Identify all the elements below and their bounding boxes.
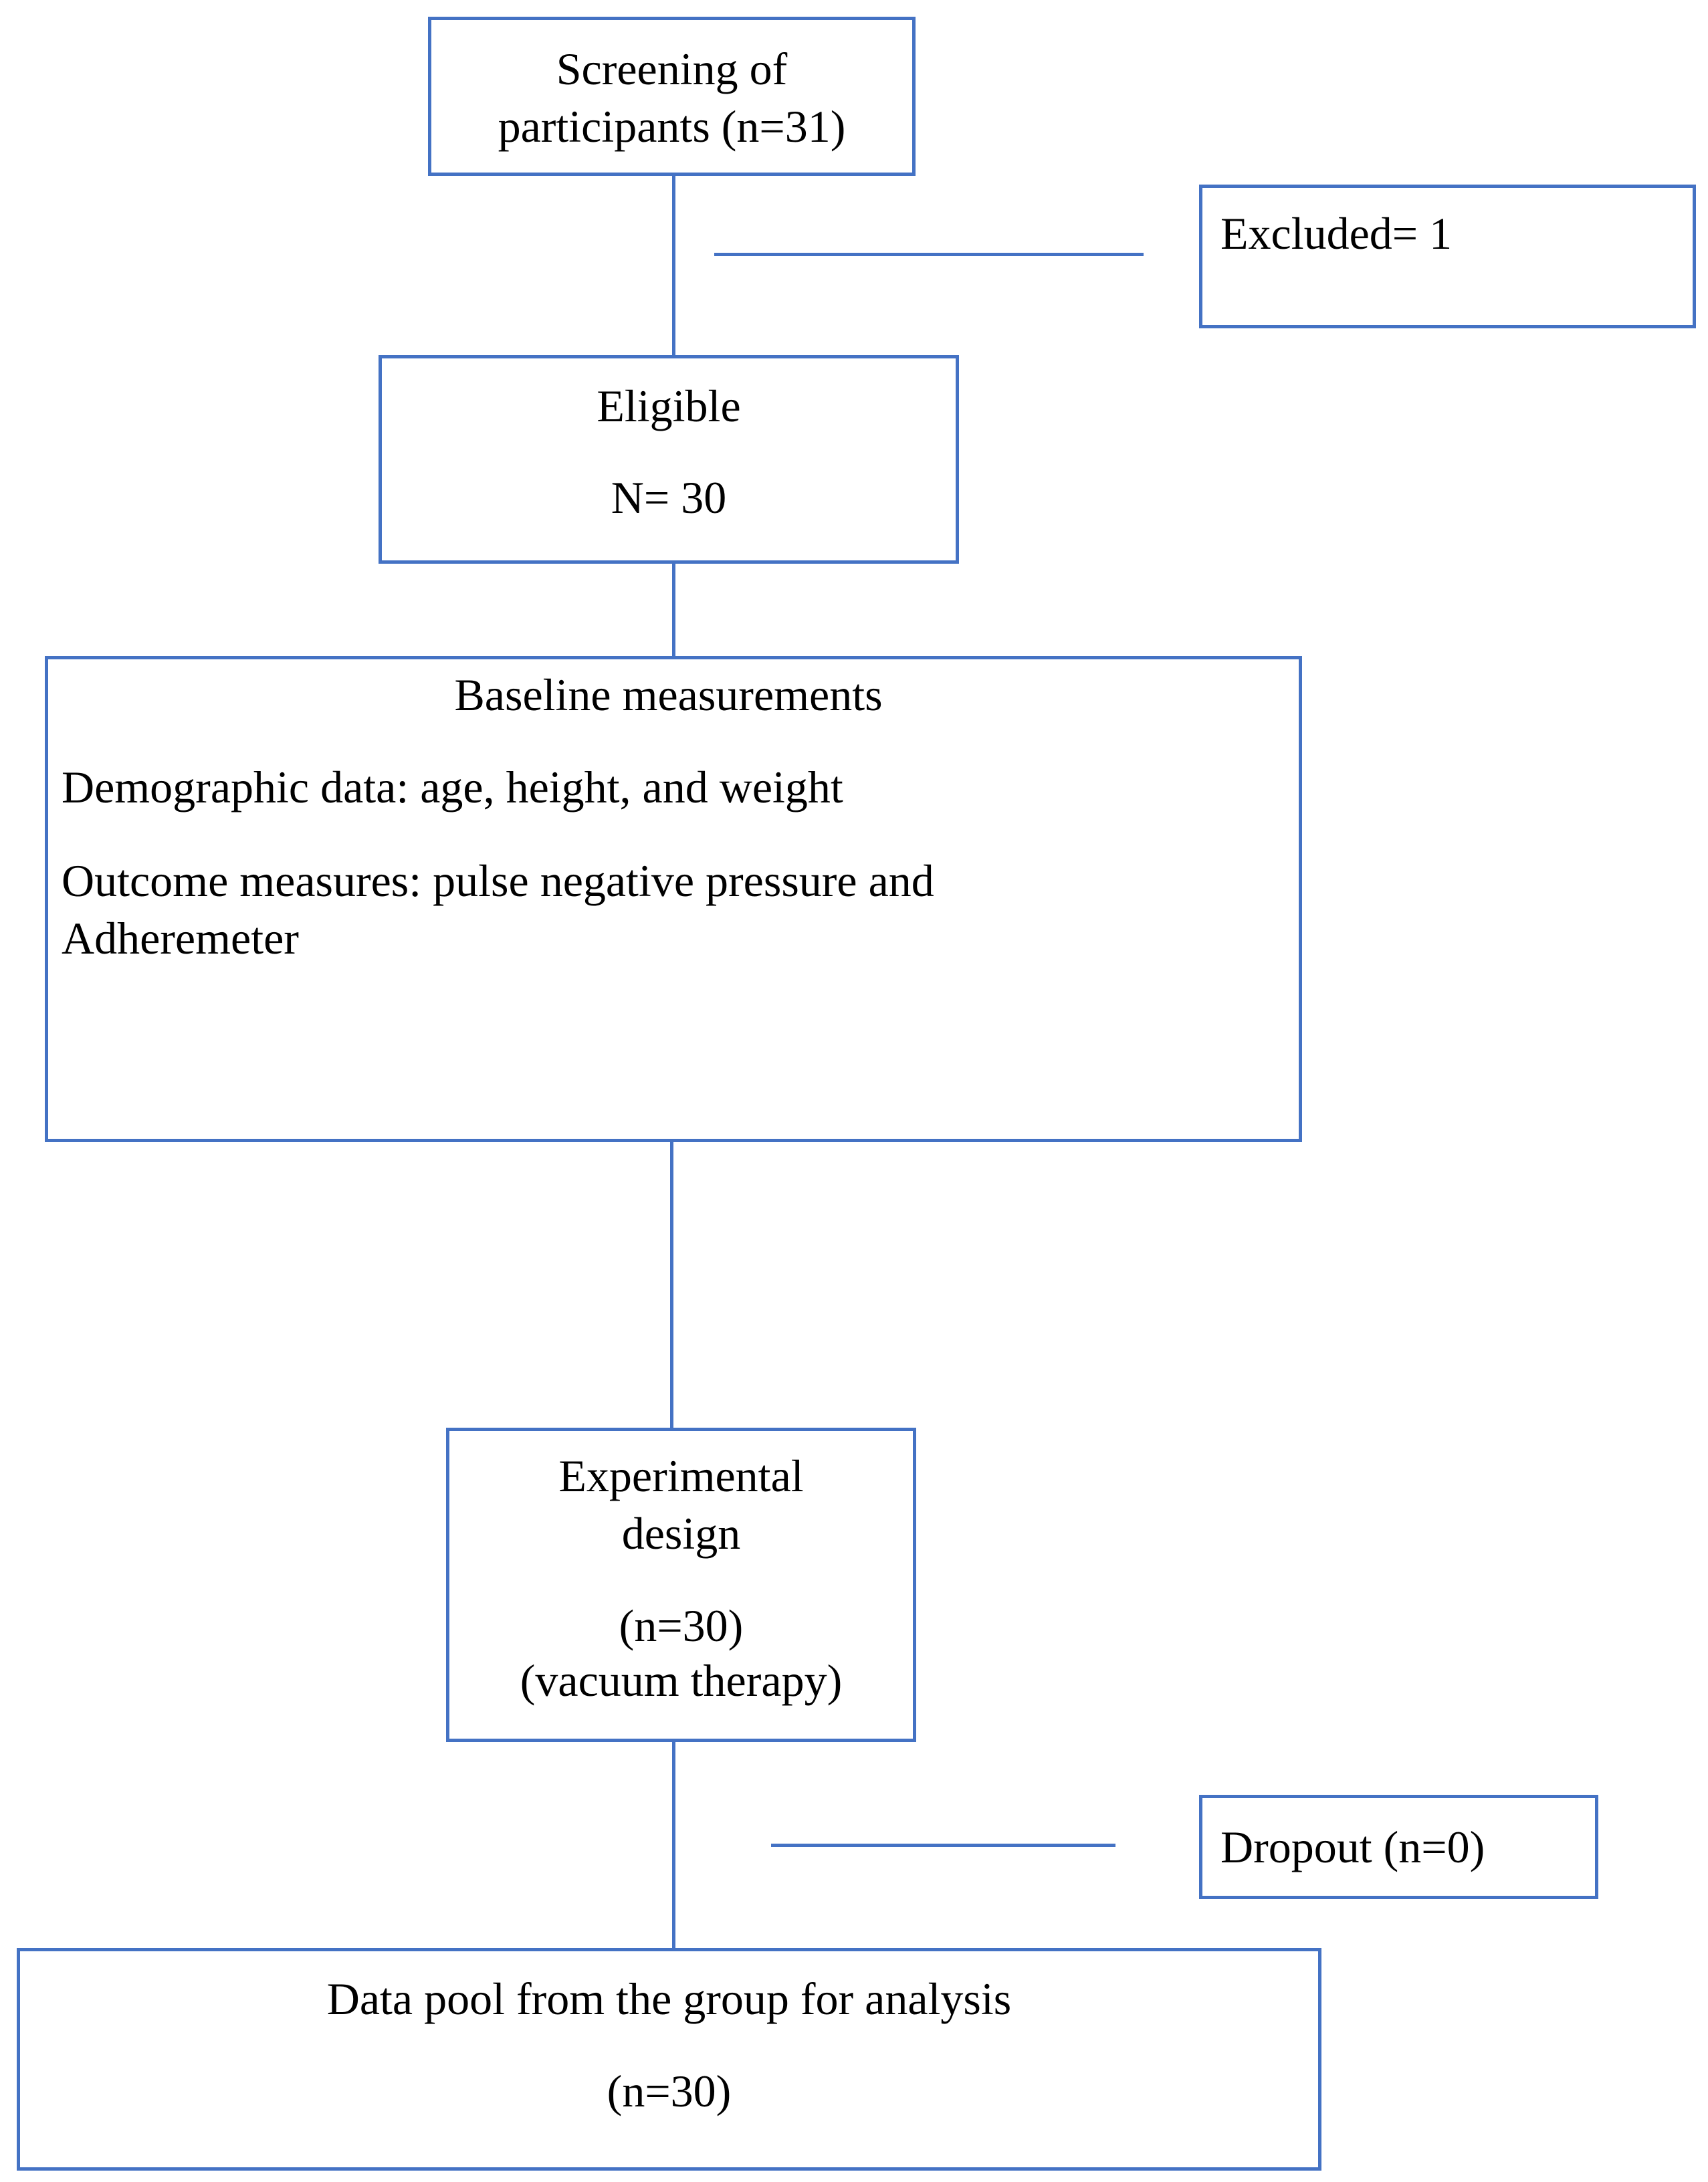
baseline-outcome-line1: Outcome measures: pulse negative pressur…	[62, 855, 934, 906]
analysis-box: Data pool from the group for analysis (n…	[17, 1948, 1321, 2171]
analysis-title: Data pool from the group for analysis	[326, 1973, 1012, 2024]
experimental-line1: Experimental	[558, 1450, 804, 1501]
connector-screening-eligible	[672, 173, 675, 358]
excluded-label: Excluded= 1	[1220, 208, 1453, 259]
excluded-box: Excluded= 1	[1199, 185, 1696, 328]
experimental-box: Experimental design (n=30) (vacuum thera…	[446, 1428, 916, 1742]
eligible-box: Eligible N= 30	[379, 355, 959, 564]
connector-baseline-experimental	[670, 1139, 673, 1431]
screening-line1: Screening of	[556, 43, 788, 94]
dropout-box: Dropout (n=0)	[1199, 1795, 1598, 1899]
connector-excluded-branch	[714, 253, 1144, 256]
baseline-title: Baseline measurements	[454, 669, 883, 720]
connector-eligible-baseline	[672, 560, 675, 659]
experimental-line2: design	[621, 1508, 741, 1559]
analysis-count: (n=30)	[607, 2066, 732, 2116]
eligible-count: N= 30	[611, 472, 727, 523]
experimental-count: (n=30)	[619, 1600, 744, 1651]
experimental-therapy: (vacuum therapy)	[520, 1655, 843, 1706]
screening-line2: participants (n=31)	[498, 101, 846, 152]
baseline-demographic: Demographic data: age, height, and weigh…	[62, 762, 843, 812]
dropout-label: Dropout (n=0)	[1220, 1822, 1485, 1872]
eligible-title: Eligible	[597, 380, 741, 431]
baseline-box: Baseline measurements Demographic data: …	[45, 656, 1302, 1142]
connector-dropout-branch	[771, 1844, 1115, 1847]
connector-experimental-analysis	[672, 1739, 675, 1951]
screening-box: Screening of participants (n=31)	[428, 17, 916, 176]
baseline-outcome-line2: Adheremeter	[62, 913, 299, 964]
